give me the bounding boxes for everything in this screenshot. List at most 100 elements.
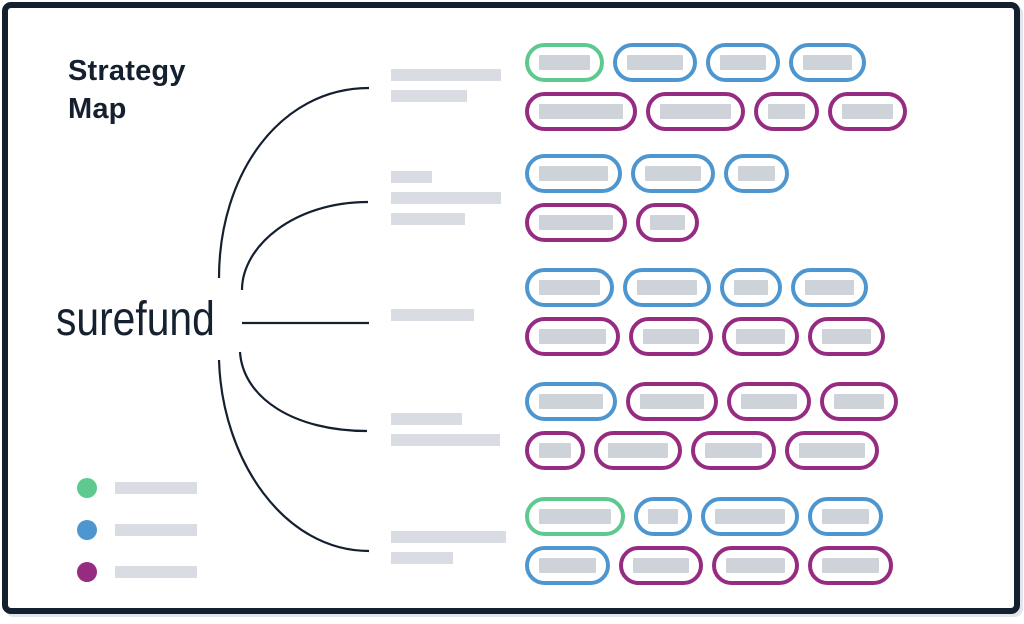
- branch-5-pills: [525, 497, 893, 585]
- pill-placeholder-bar: [608, 443, 668, 458]
- node-pill-blue: [525, 546, 610, 585]
- pill-placeholder-bar: [645, 166, 701, 181]
- pill-placeholder-bar: [648, 509, 678, 524]
- node-pill-blue: [525, 382, 617, 421]
- pill-placeholder-bar: [633, 558, 689, 573]
- branch-label-placeholder-bar: [391, 213, 465, 225]
- node-pill-purple: [691, 431, 776, 470]
- pill-placeholder-bar: [803, 55, 852, 70]
- branch-label-placeholder-bar: [391, 69, 501, 81]
- pill-placeholder-bar: [834, 394, 884, 409]
- pill-placeholder-bar: [539, 215, 613, 230]
- legend-placeholder-bar: [115, 524, 197, 536]
- pill-placeholder-bar: [627, 55, 683, 70]
- node-pill-blue: [525, 268, 614, 307]
- legend-item-green: [77, 478, 197, 498]
- pill-row: [525, 203, 789, 242]
- node-pill-blue: [613, 43, 697, 82]
- pill-placeholder-bar: [539, 166, 608, 181]
- branch-4-pills: [525, 382, 898, 470]
- node-pill-purple: [525, 203, 627, 242]
- node-pill-blue: [720, 268, 782, 307]
- pill-placeholder-bar: [822, 558, 879, 573]
- pill-placeholder-bar: [539, 443, 571, 458]
- node-pill-purple: [808, 546, 893, 585]
- node-pill-purple: [629, 317, 713, 356]
- page-title: Strategy Map: [68, 55, 186, 126]
- pill-row: [525, 92, 907, 131]
- pill-placeholder-bar: [715, 509, 785, 524]
- pill-placeholder-bar: [738, 166, 775, 181]
- pill-row: [525, 154, 789, 193]
- pill-placeholder-bar: [822, 509, 869, 524]
- branch-2-label: [391, 171, 501, 225]
- node-pill-purple: [626, 382, 718, 421]
- strategy-map-frame: Strategy Map surefund: [2, 2, 1020, 614]
- pill-row: [525, 497, 893, 536]
- branch-label-placeholder-bar: [391, 552, 453, 564]
- node-pill-green: [525, 43, 604, 82]
- node-pill-purple: [808, 317, 885, 356]
- node-pill-purple: [525, 317, 620, 356]
- pill-placeholder-bar: [726, 558, 785, 573]
- pill-placeholder-bar: [539, 558, 596, 573]
- node-pill-purple: [646, 92, 745, 131]
- pill-row: [525, 546, 893, 585]
- brand-logo: surefund: [56, 293, 215, 346]
- legend-placeholder-bar: [115, 566, 197, 578]
- node-pill-blue: [808, 497, 883, 536]
- legend-placeholder-bar: [115, 482, 197, 494]
- connector-curve-4: [238, 351, 368, 433]
- pill-row: [525, 431, 898, 470]
- pill-placeholder-bar: [640, 394, 704, 409]
- branch-label-placeholder-bar: [391, 531, 506, 543]
- pill-placeholder-bar: [637, 280, 697, 295]
- connector-curve-1: [217, 86, 370, 279]
- branch-label-placeholder-bar: [391, 434, 500, 446]
- node-pill-purple: [820, 382, 898, 421]
- legend-dot-green: [77, 478, 97, 498]
- pill-row: [525, 317, 885, 356]
- pill-placeholder-bar: [539, 509, 611, 524]
- legend: [77, 478, 197, 582]
- node-pill-blue: [623, 268, 711, 307]
- pill-placeholder-bar: [650, 215, 685, 230]
- pill-placeholder-bar: [539, 329, 606, 344]
- node-pill-blue: [789, 43, 866, 82]
- pill-placeholder-bar: [539, 280, 600, 295]
- pill-placeholder-bar: [768, 104, 805, 119]
- pill-placeholder-bar: [741, 394, 797, 409]
- branch-label-placeholder-bar: [391, 90, 467, 102]
- node-pill-blue: [706, 43, 780, 82]
- node-pill-purple: [727, 382, 811, 421]
- pill-placeholder-bar: [539, 104, 623, 119]
- legend-item-blue: [77, 520, 197, 540]
- pill-placeholder-bar: [799, 443, 865, 458]
- node-pill-purple: [754, 92, 819, 131]
- pill-row: [525, 268, 885, 307]
- branch-1-pills: [525, 43, 907, 131]
- node-pill-purple: [712, 546, 799, 585]
- node-pill-green: [525, 497, 625, 536]
- node-pill-blue: [631, 154, 715, 193]
- pill-placeholder-bar: [736, 329, 785, 344]
- branch-1-label: [391, 69, 501, 102]
- branch-5-label: [391, 531, 506, 564]
- connector-curve-5: [217, 359, 370, 553]
- branch-label-placeholder-bar: [391, 192, 501, 204]
- node-pill-purple: [828, 92, 907, 131]
- pill-placeholder-bar: [805, 280, 854, 295]
- connector-curve-2: [240, 200, 369, 291]
- node-pill-blue: [724, 154, 789, 193]
- node-pill-purple: [619, 546, 703, 585]
- node-pill-purple: [636, 203, 699, 242]
- pill-placeholder-bar: [720, 55, 766, 70]
- legend-dot-blue: [77, 520, 97, 540]
- node-pill-blue: [634, 497, 692, 536]
- pill-placeholder-bar: [842, 104, 893, 119]
- pill-placeholder-bar: [822, 329, 871, 344]
- pill-placeholder-bar: [734, 280, 768, 295]
- pill-row: [525, 43, 907, 82]
- branch-4-label: [391, 413, 500, 446]
- legend-item-purple: [77, 562, 197, 582]
